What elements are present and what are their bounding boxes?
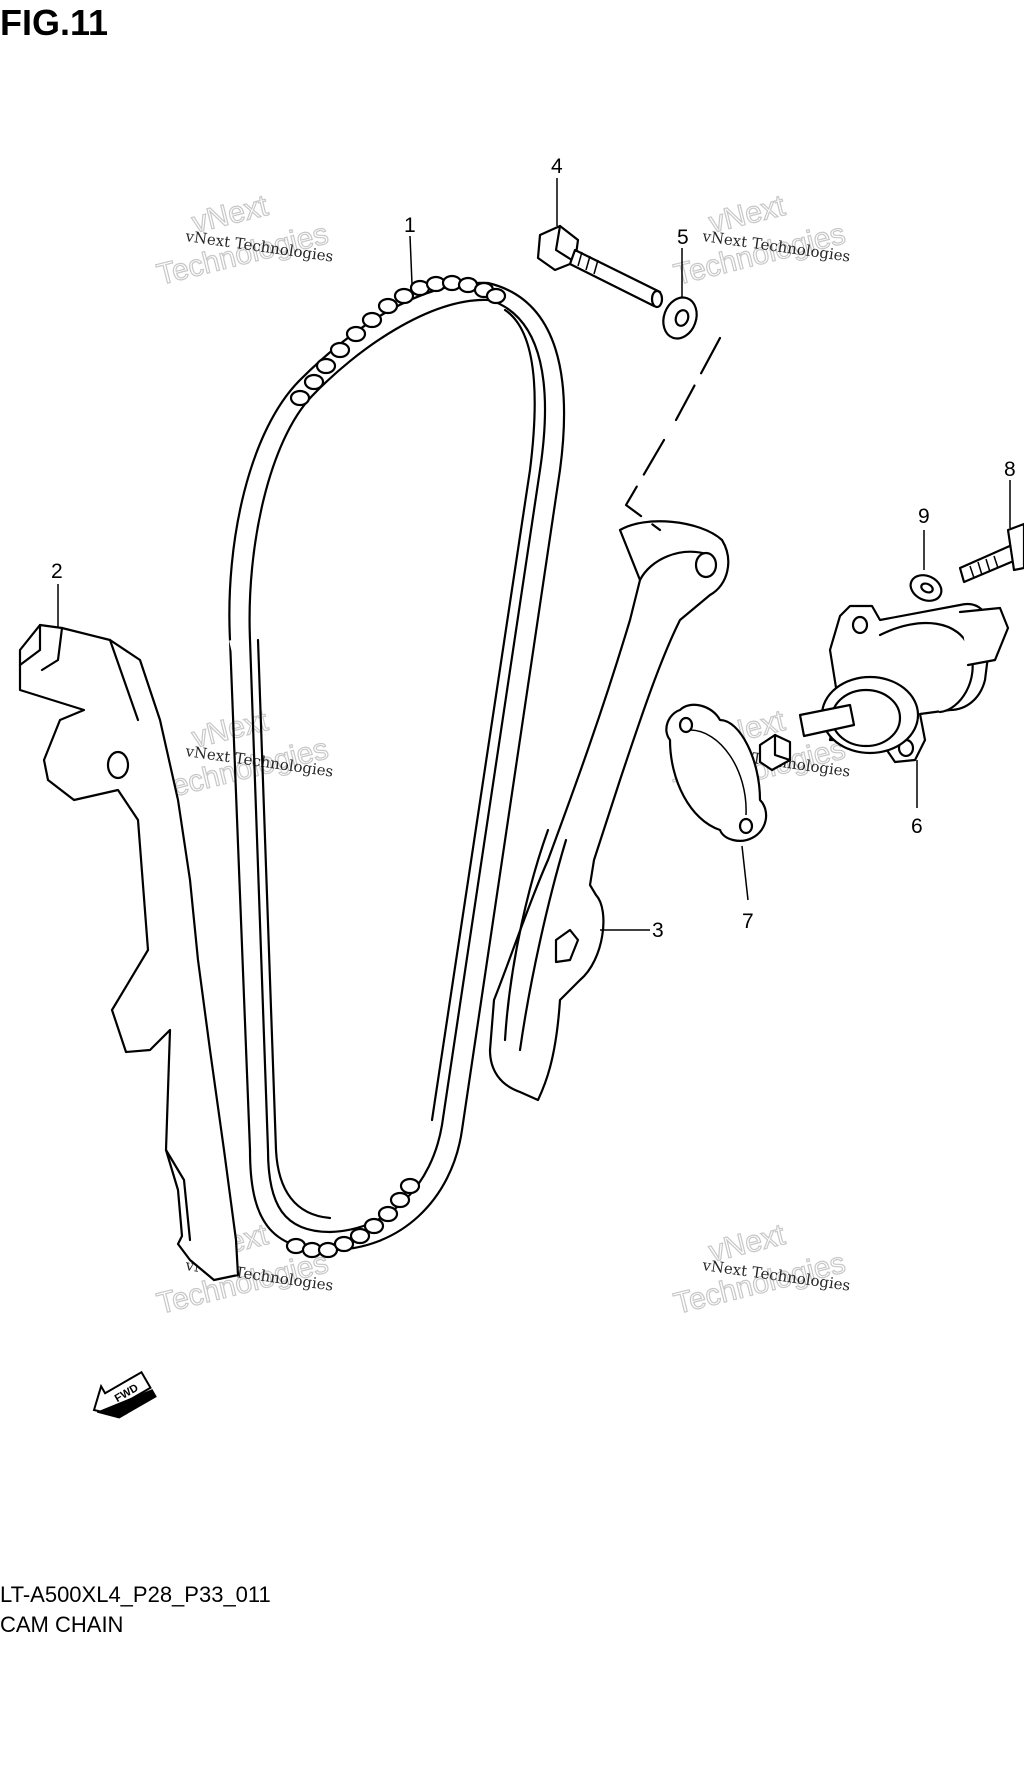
leader-lines <box>57 178 1011 931</box>
forward-direction-arrow: FWD <box>92 1370 157 1419</box>
chain-links-top <box>289 274 507 407</box>
callout-8: 8 <box>1004 458 1016 481</box>
front-chain-guide <box>18 623 240 1282</box>
chain-links-bottom <box>285 1177 421 1259</box>
rear-chain-tensioner-arm <box>488 520 730 1102</box>
washer-9 <box>909 574 943 602</box>
model-code: LT-A500XL4_P28_P33_011 <box>0 1582 271 1607</box>
gasket <box>665 703 768 842</box>
callout-1: 1 <box>404 214 416 237</box>
watermark-mid-left: vNext Technologies vNext Technologies <box>153 703 334 807</box>
callout-2: 2 <box>51 560 63 583</box>
callout-3: 3 <box>652 919 664 942</box>
callout-6: 6 <box>911 815 923 838</box>
watermark-bottom-right: vNext Technologies vNext Technologies <box>670 1217 851 1321</box>
cam-chain <box>228 274 566 1259</box>
callout-5: 5 <box>677 226 689 249</box>
callout-7: 7 <box>742 910 754 933</box>
watermark-top-right: vNext Technologies vNext Technologies <box>670 188 851 292</box>
pivot-bolt <box>536 224 664 309</box>
cam-chain-tensioner <box>758 602 1010 772</box>
watermark-top-left: vNext Technologies vNext Technologies <box>153 188 334 292</box>
callout-4: 4 <box>551 155 563 178</box>
tensioner-bolt <box>958 522 1024 584</box>
washer-5 <box>662 296 698 340</box>
section-name: CAM CHAIN <box>0 1612 124 1637</box>
figure-title: FIG.11 <box>0 2 109 43</box>
callout-9: 9 <box>918 505 930 528</box>
